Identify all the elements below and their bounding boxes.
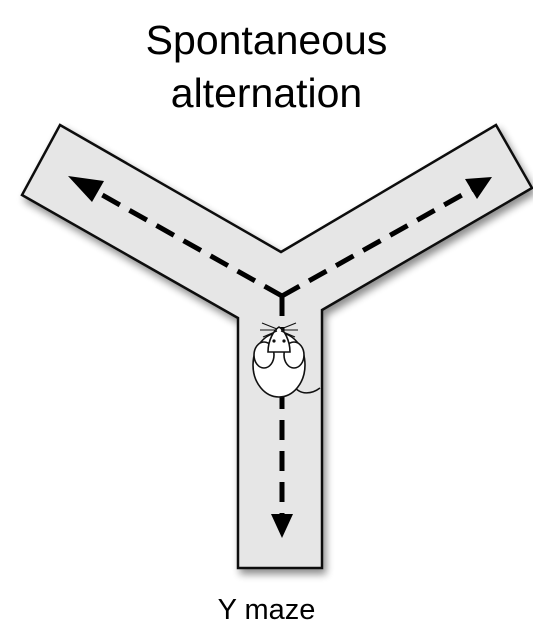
mouse-icon [252, 322, 321, 398]
mouse-eye-left [272, 339, 276, 343]
dashed-arrow-left-line [86, 184, 284, 299]
title-line-2: alternation [170, 70, 363, 116]
mouse-eye-right [282, 339, 286, 343]
dashed-arrow-right-line [280, 183, 480, 299]
arrow-head-right [465, 177, 492, 199]
maze-caption: Y maze [217, 594, 316, 626]
mouse-head [267, 326, 291, 353]
title-line-1: Spontaneous [145, 17, 388, 63]
arrow-head-down [271, 514, 293, 538]
mouse-whiskers [260, 322, 298, 338]
arrow-head-left [68, 176, 104, 202]
diagram-title: Spontaneous alternation [0, 14, 533, 120]
